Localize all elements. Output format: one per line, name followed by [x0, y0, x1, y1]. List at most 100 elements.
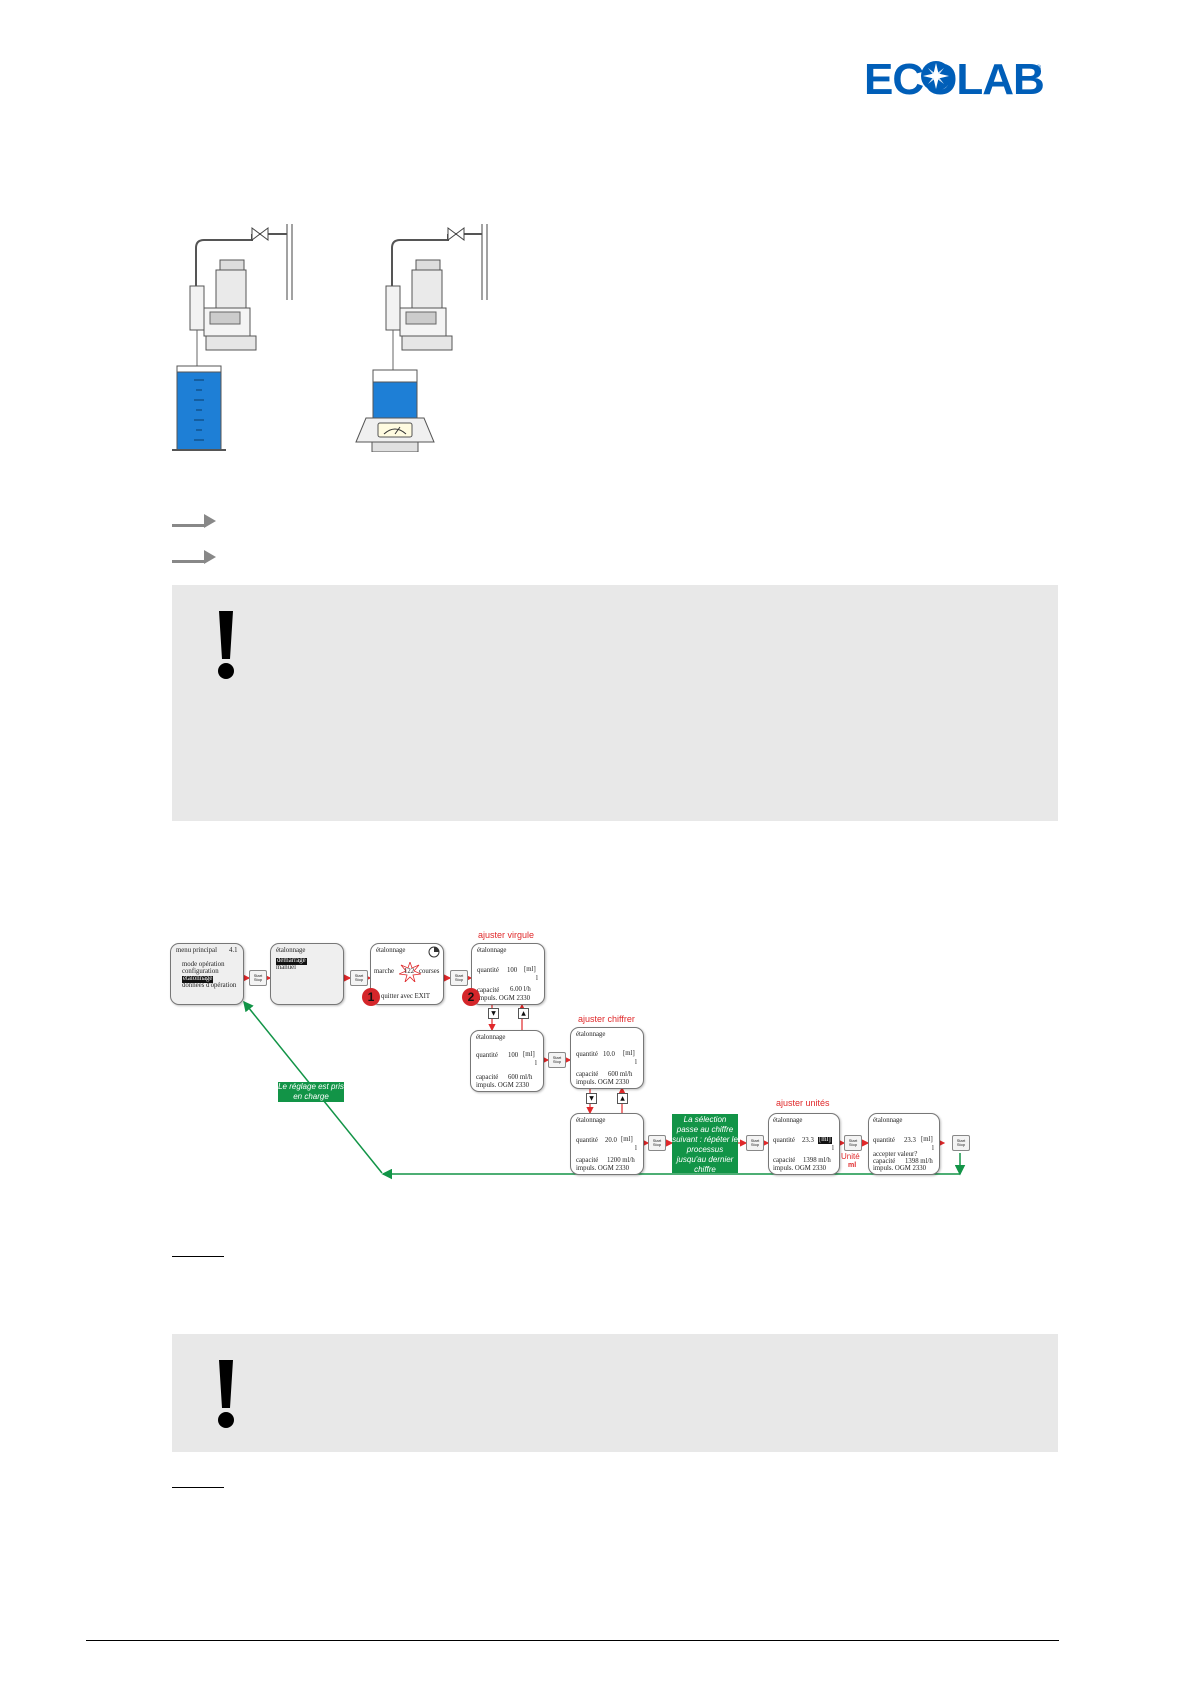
- note-setting-applied: Le réglage est pris en charge: [278, 1082, 344, 1102]
- start-stop-button: Start Stop: [746, 1135, 764, 1151]
- exit-hint: quitter avec EXIT: [381, 993, 431, 1000]
- capacity-value: 6.00 l/h: [510, 986, 531, 993]
- screen-calibration-menu: étalonnage démarrage manuel: [270, 943, 344, 1005]
- unit: [ml]: [523, 1051, 535, 1058]
- running-marche: marche: [374, 968, 394, 975]
- note-selection-next-digit: La sélection passe au chiffre suivant : …: [672, 1114, 738, 1174]
- registered-mark: ®: [1036, 64, 1042, 72]
- impulse-info: impuls. OGM 2330: [873, 1165, 927, 1172]
- capacity-value: 1200 ml/h: [607, 1157, 635, 1164]
- menu-item-selected: démarrage: [276, 957, 307, 965]
- up-arrow-key-icon: ▲: [617, 1093, 628, 1104]
- label-unite-value: ml: [848, 1162, 857, 1169]
- start-stop-button: Start Stop: [249, 970, 267, 986]
- capacity-value: 1398 ml/h: [803, 1157, 831, 1164]
- unit: [ml]: [524, 966, 536, 973]
- screen-accept-value: étalonnage quantité 23.3 [ml] l accepter…: [868, 1113, 940, 1175]
- up-arrow-key-icon: ▲: [518, 1008, 529, 1019]
- notice-box-2: [172, 1334, 1058, 1452]
- notice-box-1: [172, 585, 1058, 821]
- impulse-info: impuls. OGM 2330: [576, 1165, 630, 1172]
- capacity-label: capacité: [773, 1157, 796, 1164]
- menu-item-selected: étalonnage: [182, 975, 214, 983]
- quantity-value: 20.0: [605, 1137, 617, 1144]
- menu-item: données d'opération: [182, 982, 237, 989]
- screen-quantity-600: étalonnage quantité 100 [ml] l capacité …: [470, 1030, 544, 1092]
- label-unite: Unité: [841, 1152, 860, 1161]
- screen-title: étalonnage: [576, 1031, 606, 1038]
- timer-icon: [428, 946, 440, 958]
- menu-number: 4.1: [229, 947, 238, 954]
- pump-with-scale: [355, 224, 488, 452]
- step-badge: 2: [462, 988, 480, 1006]
- start-stop-button: Start Stop: [648, 1135, 666, 1151]
- scale-dial: [377, 422, 413, 438]
- running-courses: courses: [419, 968, 440, 975]
- valve-icon: [447, 227, 465, 241]
- arrow-right-icon: [172, 514, 216, 528]
- exclamation-icon: [218, 1360, 234, 1428]
- down-arrow-key-icon: ▼: [586, 1093, 597, 1104]
- screen-title: étalonnage: [477, 947, 507, 954]
- impulse-info: impuls. OGM 2330: [773, 1165, 827, 1172]
- quantity-label: quantité: [476, 1052, 498, 1059]
- pump-with-cylinder: [172, 224, 293, 451]
- menu-item: manuel: [276, 964, 297, 971]
- capacity-value: 600 ml/h: [508, 1074, 533, 1081]
- unit-selected: [ml]: [818, 1136, 832, 1144]
- screen-title: étalonnage: [476, 1034, 506, 1041]
- screen-title: étalonnage: [376, 947, 406, 954]
- capacity-label: capacité: [576, 1071, 599, 1078]
- menu-title: menu principal: [176, 947, 217, 954]
- unit-l: l: [932, 1145, 934, 1152]
- capacity-label: capacité: [476, 1074, 499, 1081]
- unit: [ml]: [921, 1136, 933, 1143]
- quantity-value: 23.3: [802, 1137, 814, 1144]
- start-stop-button: Start Stop: [952, 1135, 970, 1151]
- down-arrow-key-icon: ▼: [488, 1008, 499, 1019]
- label-ajuster-chiffrer: ajuster chiffrer: [578, 1014, 635, 1024]
- burst-icon: [399, 962, 421, 982]
- running-value: 122: [404, 968, 415, 975]
- menu-item: mode opération: [182, 961, 225, 968]
- exclamation-icon: [218, 611, 234, 679]
- screen-title: étalonnage: [276, 947, 306, 954]
- screen-main-menu: menu principal 4.1 mode opération config…: [170, 943, 244, 1005]
- section-underline: [172, 1256, 224, 1257]
- quantity-value: 10.0: [603, 1051, 615, 1058]
- quantity-value: 100: [507, 967, 518, 974]
- screen-title: étalonnage: [576, 1117, 606, 1124]
- arrow-right-icon: [172, 550, 216, 564]
- impulse-info: impuls. OGM 2330: [476, 1082, 530, 1089]
- screen-adjust-decimal: étalonnage quantité 100 [ml] l capacité …: [471, 943, 545, 1005]
- quantity-value: 100: [508, 1052, 519, 1059]
- capacity-label: capacité: [576, 1157, 599, 1164]
- screen-title: étalonnage: [773, 1117, 803, 1124]
- menu-item: configuration: [182, 968, 219, 975]
- ecolab-logo-graphic: ECOLAB ®: [864, 55, 1045, 104]
- capacity-value: 1398 ml/h: [905, 1158, 933, 1165]
- impulse-info: impuls. OGM 2330: [576, 1079, 630, 1086]
- valve-icon: [251, 227, 269, 241]
- quantity-label: quantité: [576, 1051, 598, 1058]
- screen-adjust-digit: étalonnage quantité 10.0 [ml] l capacité…: [570, 1027, 644, 1089]
- start-stop-button: Start Stop: [844, 1135, 862, 1151]
- unit-l: l: [635, 1145, 637, 1152]
- ecolab-star-icon: [921, 61, 951, 91]
- footer-rule: [86, 1640, 1059, 1641]
- unit: [ml]: [621, 1136, 633, 1143]
- capacity-label: capacité: [873, 1158, 896, 1165]
- pump-illustrations: [172, 224, 488, 452]
- quantity-label: quantité: [773, 1137, 795, 1144]
- start-stop-button: Start Stop: [450, 970, 468, 986]
- impulse-info: impuls. OGM 2330: [477, 995, 531, 1002]
- quantity-label: quantité: [576, 1137, 598, 1144]
- quantity-label: quantité: [873, 1137, 895, 1144]
- start-stop-button: Start Stop: [350, 970, 368, 986]
- quantity-label: quantité: [477, 967, 499, 974]
- screen-adjust-units: étalonnage quantité 23.3 [ml] l capacité…: [768, 1113, 840, 1175]
- ecolab-logo: ECOLAB ®: [864, 55, 1045, 105]
- capacity-value: 600 ml/h: [608, 1071, 633, 1078]
- unit-l: l: [536, 975, 538, 982]
- label-ajuster-unites: ajuster unités: [776, 1098, 830, 1108]
